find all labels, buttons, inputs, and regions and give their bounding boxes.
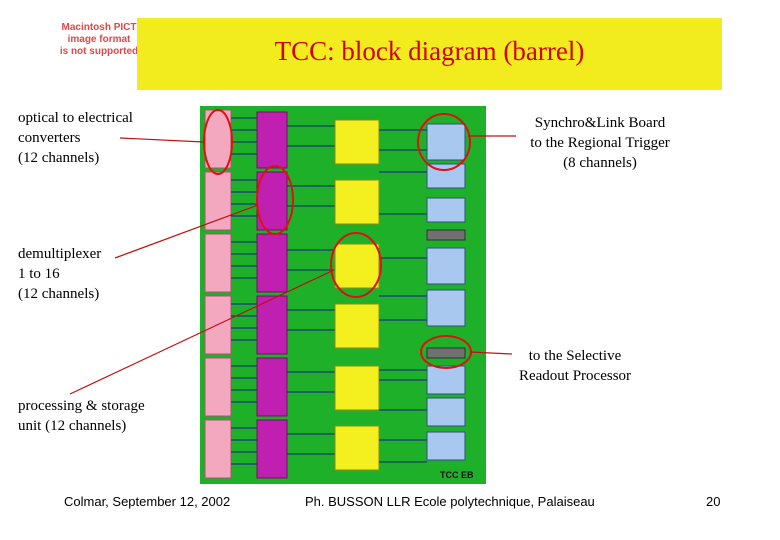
pointer-lines [69,135,516,395]
pict-line-3: is not supported [59,46,139,57]
ring-demux [256,165,294,235]
label-demux-line-2: 1 to 16 [18,266,60,282]
demux-processing-wires [287,125,335,455]
processing-block-5 [334,365,380,411]
processing-block-6 [334,425,380,471]
footer-venue: Colmar, September 12, 2002 [64,494,231,509]
synchro-link-column [426,123,466,461]
slb-block-3 [426,197,466,223]
title-band [137,18,722,90]
slb-block-7 [426,397,466,427]
label-synchro-line-1: Synchro&Link Board [534,115,666,131]
pointer-processing [69,269,335,395]
slb-block-8 [426,431,466,461]
srp-interface-1 [426,229,466,241]
label-synchro-link-board: Synchro&Link Board to the Regional Trigg… [505,113,695,173]
board-label: TCC EB [440,470,474,480]
demux-block-6 [256,419,288,479]
slb-block-5 [426,289,466,327]
label-synchro-line-2: to the Regional Trigger [530,135,670,151]
pointer-demux [114,204,259,259]
slide-title: TCC: block diagram (barrel) [274,36,585,66]
pict-placeholder: Macintosh PICT image format is not suppo… [58,22,140,74]
label-optical-line-2: converters [18,130,81,146]
slb-block-6 [426,365,466,395]
slb-block-4 [426,247,466,285]
ring-synchro [417,113,471,171]
demux-block-3 [256,233,288,293]
processing-block-4 [334,303,380,349]
footer-page-number: 20 [706,494,721,509]
footer-author: Ph. BUSSON LLR Ecole polytechnique, Pala… [305,494,595,509]
converter-block-3 [204,233,232,293]
label-optical-line-3: (12 channels) [18,150,100,166]
label-synchro-line-3: (8 channels) [563,155,637,171]
converter-block-2 [204,171,232,231]
ring-processing [330,232,382,298]
demultiplexer-column [256,111,288,479]
label-selective-line-2: Readout Processor [518,368,632,384]
label-selective-line-1: to the Selective [528,348,622,364]
label-processing-line-2: unit (12 channels) [18,418,127,434]
label-demultiplexer: demultiplexer 1 to 16 (12 channels) [18,244,101,304]
label-processing-storage: processing & storage unit (12 channels) [18,396,145,436]
pointer-optical [119,137,205,143]
processing-block-3 [334,243,380,289]
label-optical-line-1: optical to electrical [18,110,133,126]
converter-block-6 [204,419,232,479]
pict-line-2: image format [67,34,131,45]
label-demux-line-3: (12 channels) [18,286,100,302]
slb-block-1 [426,123,466,161]
converter-demux-wires [231,117,257,465]
label-demux-line-1: demultiplexer [18,246,102,262]
pointer-selective [469,351,513,355]
demux-block-1 [256,111,288,169]
pict-line-1: Macintosh PICT [61,22,137,33]
demux-block-4 [256,295,288,355]
processing-block-1 [334,119,380,165]
label-processing-line-1: processing & storage [18,398,145,414]
label-optical-converters: optical to electrical converters (12 cha… [18,108,133,168]
demux-block-5 [256,357,288,417]
processing-slb-wires [379,129,427,463]
label-selective-readout: to the Selective Readout Processor [500,346,650,386]
srp-interface-2 [426,347,466,359]
demux-block-2 [256,171,288,231]
converter-block-5 [204,357,232,417]
processing-column [334,119,380,471]
processing-block-2 [334,179,380,225]
